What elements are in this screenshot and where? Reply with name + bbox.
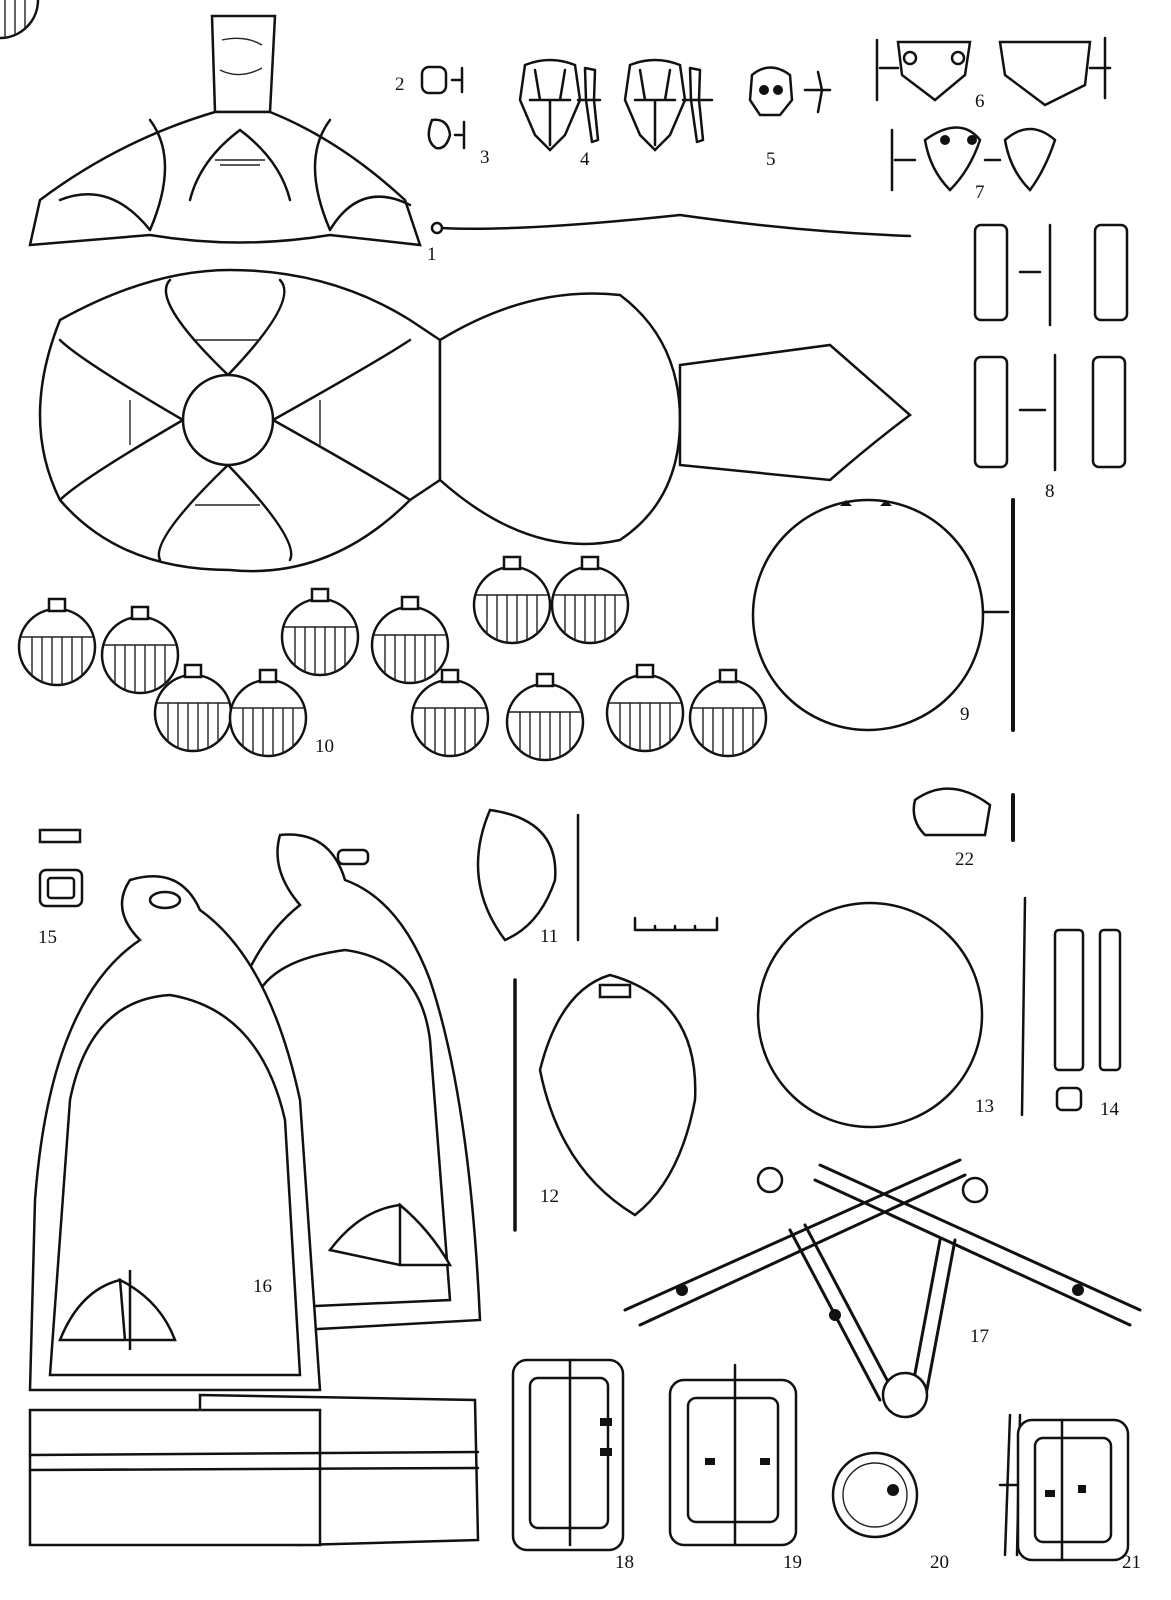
- figure-label-11: 11: [540, 926, 559, 947]
- scale-bar: [633, 916, 719, 932]
- artifact-1-lotus-ornament-top-view: [38, 268, 912, 573]
- figure-label-10: 10: [315, 736, 334, 757]
- artifact-8-strap-plates: [973, 223, 1129, 472]
- figure-label-14: 14: [1100, 1099, 1119, 1120]
- figure-label-9: 9: [960, 704, 970, 725]
- artifact-7-heart-plaques: [890, 126, 1057, 192]
- artifact-10-bells: [0, 0, 768, 762]
- artifact-21-buckle: [998, 1413, 1130, 1562]
- figure-label-6: 6: [975, 91, 985, 112]
- figure-label-8: 8: [1045, 481, 1055, 502]
- artifact-11-leaf-pendant: [476, 808, 580, 942]
- artifact-19-buckle: [668, 1363, 798, 1547]
- artifact-14-tubes: [1053, 928, 1122, 1112]
- figure-label-22: 22: [955, 849, 974, 870]
- artifact-13-disc: [756, 896, 1027, 1129]
- figure-label-2: 2: [395, 74, 405, 95]
- figure-label-13: 13: [975, 1096, 994, 1117]
- figure-label-12: 12: [540, 1186, 559, 1207]
- artifact-17-cross-fitting: [623, 1158, 1142, 1419]
- artifact-22-plaque: [912, 787, 1015, 842]
- figure-label-18: 18: [615, 1552, 634, 1573]
- figure-label-17: 17: [970, 1326, 989, 1347]
- figure-label-21: 21: [1122, 1552, 1141, 1573]
- artifact-12-heart-plaque: [513, 973, 697, 1232]
- figure-label-7: 7: [975, 182, 985, 203]
- artifact-2-small-ring: [420, 65, 464, 95]
- figure-label-4: 4: [580, 149, 590, 170]
- artifact-16-stirrups: [28, 833, 482, 1392]
- artifact-20-ring: [831, 1451, 919, 1539]
- figure-label-19: 19: [783, 1552, 802, 1573]
- figure-label-15: 15: [38, 927, 57, 948]
- figure-label-1: 1: [427, 244, 437, 265]
- figure-label-5: 5: [766, 149, 776, 170]
- artifact-6-heart-plaques: [875, 36, 1112, 107]
- figure-label-20: 20: [930, 1552, 949, 1573]
- artifact-4-pendants: [518, 58, 714, 152]
- figure-label-3: 3: [480, 147, 490, 168]
- figure-label-16: 16: [253, 1276, 272, 1297]
- artifact-15-buckle-loop: [38, 828, 84, 908]
- artifact-9-disc: [751, 498, 1015, 732]
- artifact-16-box: [28, 1393, 480, 1547]
- artifact-3-small-plaque: [427, 118, 466, 150]
- artifact-1-lotus-ornament: [28, 14, 912, 247]
- artifact-18-buckle: [511, 1358, 625, 1552]
- artifact-5-mask-fitting: [748, 66, 832, 117]
